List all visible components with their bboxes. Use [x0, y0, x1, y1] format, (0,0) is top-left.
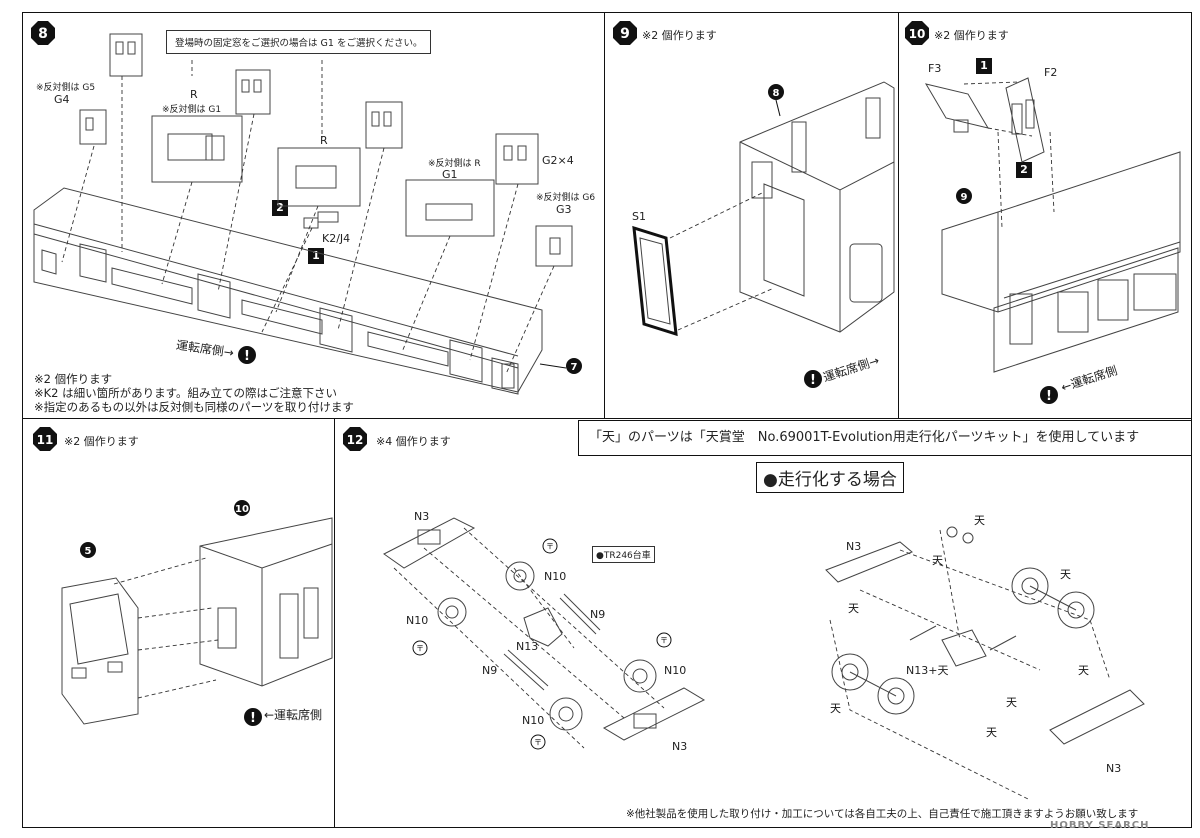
svg-text:5: 5	[85, 546, 92, 557]
g1-note: ※反対側は R	[428, 159, 481, 169]
n13-ten-label: N13+天	[906, 664, 949, 677]
step-10-marker: 10	[905, 21, 929, 45]
part-badge-1: 1	[308, 248, 324, 264]
caution-icon: !	[1040, 386, 1058, 404]
n13-label: N13	[516, 640, 539, 653]
svg-text:!: !	[810, 373, 816, 388]
step-8-notes: ※2 個作ります ※K2 は細い箇所があります。組み立ての際はご注意下さい ※指…	[34, 372, 354, 414]
svg-text:!: !	[250, 711, 256, 726]
note-line: ※2 個作ります	[34, 372, 113, 386]
n3-label: N3	[1106, 762, 1122, 775]
svg-text:12: 12	[347, 433, 364, 447]
g2-label: G2×4	[542, 154, 574, 167]
g1-label: G1	[442, 168, 458, 181]
svg-text:天: 天	[1060, 568, 1071, 581]
svg-text:〒: 〒	[660, 636, 668, 645]
note-line: ※指定のあるもの以外は反対側も同様のパーツを取り付けます	[34, 400, 354, 414]
svg-text:〒: 〒	[534, 738, 542, 747]
caution-icon: !	[244, 708, 262, 726]
step-10-panel	[898, 12, 1192, 420]
step-9-panel	[604, 12, 900, 420]
running-bogie-drawing: 天 天 天 天 天 天 天 天	[825, 514, 1145, 801]
k2j4-label: K2/J4	[322, 232, 351, 245]
svg-text:天: 天	[830, 702, 841, 715]
svg-text:!: !	[244, 349, 250, 364]
r1-note: ※反対側は G1	[162, 105, 222, 115]
step-9-note: ※2 個作ります	[642, 29, 717, 42]
svg-text:天: 天	[1078, 664, 1089, 677]
svg-text:天: 天	[932, 554, 943, 567]
caution-icon: !	[238, 346, 256, 364]
f3-label: F3	[928, 62, 942, 75]
n9-label: N9	[590, 608, 606, 621]
svg-text:〒: 〒	[546, 542, 554, 551]
r1-label: R	[190, 88, 198, 101]
part-badge-1: 1	[976, 58, 992, 74]
n10-label: N10	[544, 570, 567, 583]
bogie-exploded-drawing: 〒 〒 〒 〒	[383, 517, 706, 750]
note-line: ※K2 は細い箇所があります。組み立ての際はご注意下さい	[34, 386, 337, 400]
part-badge-2: 2	[272, 200, 288, 216]
step-12-marker: 12	[343, 427, 367, 451]
f2-label: F2	[1044, 66, 1058, 79]
n10-label: N10	[406, 614, 429, 627]
step-11-marker: 11	[33, 427, 57, 451]
n3-label: N3	[846, 540, 862, 553]
footer-disclaimer: ※他社製品を使用した取り付け・加工については各自工夫の上、自己責任で施工頂きます…	[626, 808, 1139, 820]
svg-text:10: 10	[909, 27, 926, 41]
cab-front-drawing: 10 5	[61, 500, 333, 725]
svg-text:8: 8	[773, 88, 780, 99]
tenshodo-kit-banner: 「天」のパーツは「天賞堂 No.69001T-Evolution用走行化パーツキ…	[578, 420, 1192, 456]
svg-text:10: 10	[235, 504, 249, 515]
svg-text:天: 天	[1006, 696, 1017, 709]
running-conversion-heading: ●走行化する場合	[756, 462, 904, 493]
svg-text:!: !	[1046, 389, 1052, 404]
end-assembly-drawing: 8	[632, 81, 895, 337]
g3-note: ※反対側は G6	[536, 193, 596, 203]
svg-text:天: 天	[986, 726, 997, 739]
svg-text:天: 天	[974, 514, 985, 527]
s11-cab-side-label: ←運転席側	[264, 708, 323, 722]
truck-tag: ●TR246台車	[592, 546, 655, 563]
hobby-search-watermark: HOBBY SEARCH	[1050, 820, 1150, 831]
n9-label: N9	[482, 664, 498, 677]
caution-icon: !	[804, 370, 822, 388]
n10-label: N10	[522, 714, 545, 727]
n10-label: N10	[664, 664, 687, 677]
step-11-panel	[22, 418, 336, 828]
end-panel-drawing: 9	[924, 77, 1181, 373]
n3-top-label: N3	[414, 510, 430, 523]
glass-selection-callout: 登場時の固定窓をご選択の場合は G1 をご選択ください。	[166, 30, 432, 54]
step-11-note: ※2 個作ります	[64, 435, 139, 448]
g4-note: ※反対側は G5	[36, 83, 96, 93]
n3-bottom-label: N3	[672, 740, 688, 753]
svg-text:9: 9	[620, 26, 630, 42]
g3-label: G3	[556, 203, 572, 216]
step-9-marker: 9	[613, 21, 637, 45]
svg-text:8: 8	[38, 26, 48, 42]
g4-label: G4	[54, 93, 70, 106]
car-side-wall-drawing: 7	[33, 33, 582, 395]
svg-text:天: 天	[848, 602, 859, 615]
s1-label: S1	[632, 210, 646, 223]
svg-text:11: 11	[37, 433, 54, 447]
step-12-note: ※4 個作ります	[376, 435, 451, 448]
svg-text:7: 7	[571, 362, 578, 373]
svg-text:9: 9	[961, 192, 968, 203]
part-badge-2: 2	[1016, 162, 1032, 178]
svg-text:〒: 〒	[416, 644, 424, 653]
step-10-note: ※2 個作ります	[934, 29, 1009, 42]
r2-label: R	[320, 134, 328, 147]
step-8-marker: 8	[31, 21, 55, 45]
